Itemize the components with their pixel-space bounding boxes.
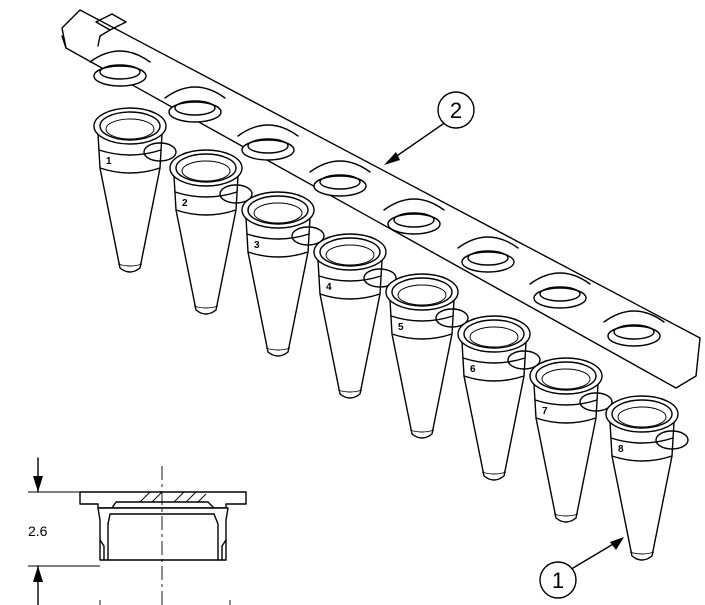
cap-section-detail: 2.6 <box>28 457 247 605</box>
cap-8 <box>603 310 665 347</box>
tube-2: 2 <box>169 149 253 315</box>
tube-4: 4 <box>313 233 397 399</box>
callout-2: 2 <box>384 91 475 165</box>
cap-row <box>89 50 665 347</box>
tube-row: 1 2 3 4 5 6 7 8 <box>93 107 689 561</box>
tube-number: 2 <box>182 198 188 209</box>
tube-5: 5 <box>385 273 469 439</box>
cap-1 <box>89 50 151 87</box>
cap-6 <box>457 236 519 273</box>
tube-3: 3 <box>241 191 325 357</box>
tube-7: 7 <box>529 357 613 523</box>
tube-number: 6 <box>470 364 476 375</box>
tab-slot <box>95 13 127 31</box>
tube-number: 1 <box>106 156 112 167</box>
tube-number: 7 <box>542 406 548 417</box>
cap-7 <box>529 272 591 309</box>
tube-number: 8 <box>618 444 624 455</box>
cap-5 <box>383 198 445 235</box>
dimension-value: 2.6 <box>28 523 48 539</box>
callout-2-label: 2 <box>450 98 462 123</box>
cap-strip <box>61 9 701 389</box>
cap-4 <box>309 160 371 197</box>
tube-1: 1 <box>93 107 177 273</box>
tube-number: 5 <box>398 322 404 333</box>
tube-number: 4 <box>326 282 332 293</box>
callout-1-label: 1 <box>552 568 564 593</box>
cap-3 <box>237 124 299 161</box>
tube-6: 6 <box>457 315 541 481</box>
tube-number: 3 <box>254 240 260 251</box>
callout-1: 1 <box>539 537 624 599</box>
tube-8: 8 <box>605 395 689 561</box>
cap-2 <box>164 86 226 123</box>
